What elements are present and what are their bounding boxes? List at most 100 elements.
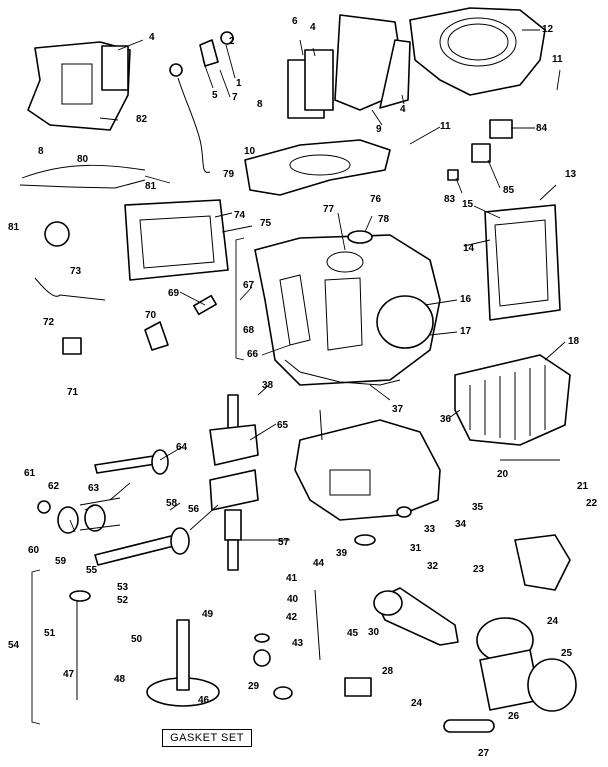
callout-12: 12 — [542, 24, 554, 35]
callout-29: 29 — [248, 681, 260, 692]
callout-83: 83 — [444, 194, 456, 205]
crankshaft — [209, 394, 259, 571]
callout-76: 76 — [370, 194, 382, 205]
callout-59: 59 — [55, 556, 67, 567]
push-rod — [314, 589, 321, 661]
callout-75: 75 — [260, 218, 272, 229]
governor-cup — [69, 590, 91, 602]
valve-springs — [57, 497, 121, 534]
callout-8b: 8 — [38, 146, 44, 157]
seal — [347, 230, 373, 244]
callout-36: 36 — [440, 414, 452, 425]
ground-terminal — [169, 63, 183, 77]
callout-32: 32 — [427, 561, 439, 572]
callout-57: 57 — [278, 537, 290, 548]
callout-15: 15 — [462, 199, 474, 210]
callout-53: 53 — [117, 582, 129, 593]
callout-43: 43 — [292, 638, 304, 649]
valve-cover-gasket — [124, 199, 229, 281]
callout-62: 62 — [48, 481, 60, 492]
valve-pair — [94, 449, 190, 566]
callout-52: 52 — [117, 595, 129, 606]
callout-60: 60 — [28, 545, 40, 556]
dipstick — [319, 409, 323, 441]
callout-78: 78 — [378, 214, 390, 225]
elbow-fitting — [144, 321, 169, 351]
callout-41: 41 — [286, 573, 298, 584]
callout-39: 39 — [336, 548, 348, 559]
callout-46: 46 — [198, 695, 210, 706]
blower-housing — [409, 7, 546, 96]
callout-49: 49 — [202, 609, 214, 620]
callout-23: 23 — [473, 564, 485, 575]
callout-16: 16 — [460, 294, 472, 305]
ignition-module — [287, 49, 334, 119]
callout-82: 82 — [136, 114, 148, 125]
callout-63: 63 — [88, 483, 100, 494]
oil-fill-cap — [62, 337, 82, 355]
callout-31: 31 — [410, 543, 422, 554]
mounting-plate — [244, 139, 391, 196]
plug — [396, 506, 412, 518]
callout-26: 26 — [508, 711, 520, 722]
callout-70: 70 — [145, 310, 157, 321]
callout-33: 33 — [424, 524, 436, 535]
callout-9: 9 — [376, 124, 382, 135]
callout-37: 37 — [392, 404, 404, 415]
callout-64: 64 — [176, 442, 188, 453]
callout-13: 13 — [565, 169, 577, 180]
callout-68: 68 — [243, 325, 255, 336]
callout-30: 30 — [368, 627, 380, 638]
callout-56: 56 — [188, 504, 200, 515]
callout-11b: 11 — [440, 121, 451, 132]
cylinder-shroud — [27, 41, 131, 131]
callout-4c: 4 — [400, 104, 406, 115]
callout-50: 50 — [131, 634, 143, 645]
nut — [447, 169, 459, 181]
callout-58: 58 — [166, 498, 178, 509]
oil-fill-tube — [34, 277, 106, 301]
cap — [253, 649, 271, 667]
callout-73: 73 — [70, 266, 82, 277]
callout-17: 17 — [460, 326, 472, 337]
callout-4: 4 — [149, 32, 155, 43]
callout-51: 51 — [44, 628, 56, 639]
callout-11a: 11 — [552, 54, 563, 65]
callout-24a: 24 — [547, 616, 559, 627]
callout-10: 10 — [244, 146, 256, 157]
leader-lines — [69, 29, 566, 541]
callout-80: 80 — [77, 154, 89, 165]
air-baffle — [334, 14, 411, 111]
callout-38: 38 — [262, 380, 274, 391]
callout-81b: 81 — [8, 222, 20, 233]
callout-27: 27 — [478, 748, 490, 759]
bolt — [539, 184, 557, 201]
callout-28: 28 — [382, 666, 394, 677]
callout-74: 74 — [234, 210, 246, 221]
washer — [354, 534, 376, 546]
gasket-set-label: GASKET SET — [162, 729, 252, 747]
callout-21: 21 — [577, 481, 589, 492]
connecting-rod — [373, 587, 459, 646]
camshaft-gear — [146, 619, 220, 707]
callout-48: 48 — [114, 674, 126, 685]
callout-54: 54 — [8, 640, 20, 651]
callout-77: 77 — [323, 204, 335, 215]
piston — [476, 617, 577, 712]
callout-44: 44 — [313, 558, 325, 569]
callout-42: 42 — [286, 612, 298, 623]
rocker-block — [344, 677, 372, 697]
callout-67: 67 — [243, 280, 255, 291]
callout-24b: 24 — [411, 698, 423, 709]
callout-72: 72 — [43, 317, 55, 328]
callout-47: 47 — [63, 669, 75, 680]
callout-79: 79 — [223, 169, 235, 180]
callout-71: 71 — [67, 387, 79, 398]
washer — [273, 686, 293, 700]
callout-65: 65 — [277, 420, 289, 431]
fuel-line — [19, 179, 146, 189]
callout-6: 6 — [292, 16, 298, 27]
callout-85: 85 — [503, 185, 515, 196]
wrist-pin — [443, 719, 495, 733]
crankcase-gasket — [284, 359, 401, 386]
